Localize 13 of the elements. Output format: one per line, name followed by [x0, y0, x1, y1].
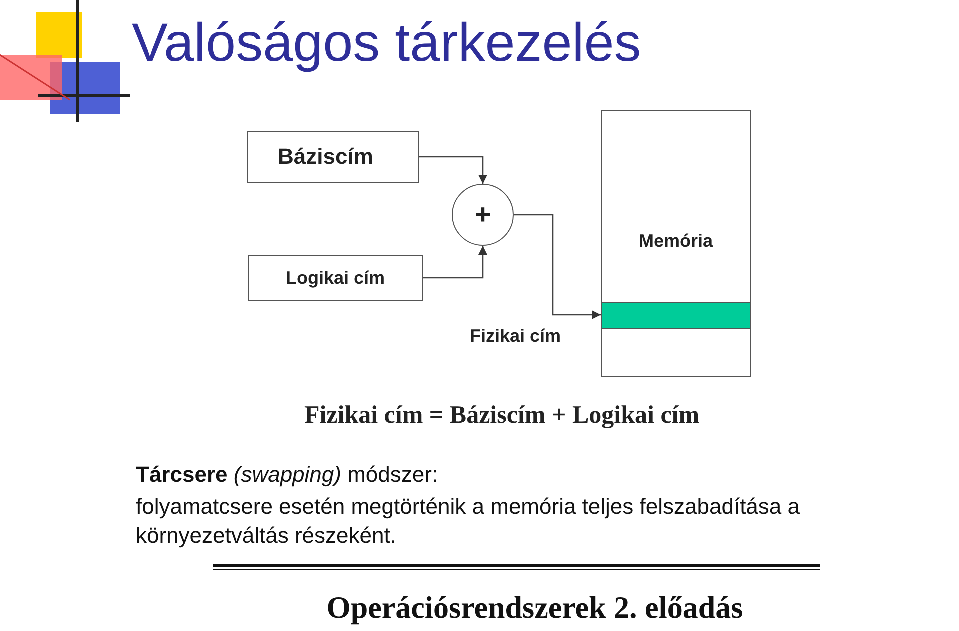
memory-segment-bar	[601, 302, 751, 329]
footer-text: Operációsrendszerek 2. előadás	[326, 590, 744, 626]
arrow	[423, 246, 488, 279]
paragraph-text: Tárcsere (swapping) módszer:	[136, 462, 438, 488]
paragraph-text: folyamatcsere esetén megtörténik a memória teljes felszabadítása a környezetváltás részeként.	[136, 493, 801, 550]
memory-box: Memória	[601, 110, 751, 377]
formula-text: Fizikai cím = Báziscím + Logikai cím	[303, 402, 701, 430]
address-box: Logikai cím	[248, 255, 423, 301]
adder-circle: +	[452, 184, 514, 246]
arrow	[418, 156, 488, 184]
address-box: Báziscím	[247, 131, 419, 183]
arrow	[514, 214, 601, 320]
slide-title: Valóságos tárkezelés	[132, 12, 642, 74]
